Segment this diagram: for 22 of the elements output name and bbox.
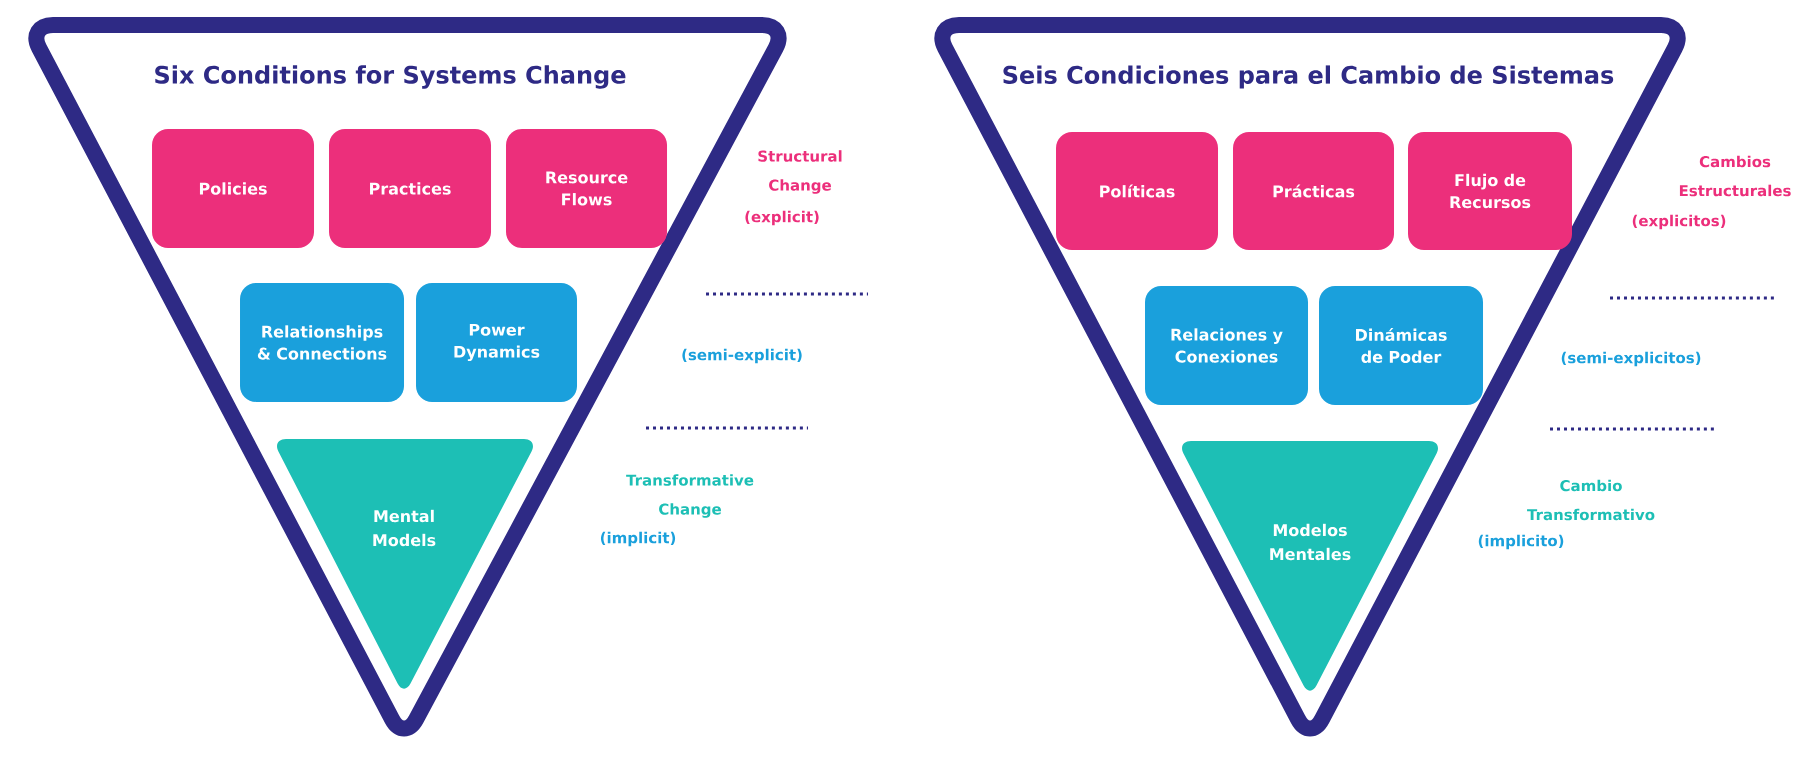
level-label: (explicit)	[745, 210, 819, 226]
level-label: (explicitos)	[1632, 214, 1726, 230]
condition-box: Practices	[329, 129, 491, 248]
level-label: Transformative Change	[626, 474, 754, 518]
triangle: Mental Models	[277, 439, 533, 689]
condition-box: Relaciones y Conexiones	[1145, 286, 1308, 405]
level-label: (implicito)	[1478, 534, 1564, 550]
condition-box: Relationships & Connections	[240, 283, 404, 402]
condition-box: Flujo de Recursos	[1408, 132, 1572, 250]
level-label: (semi-explicit)	[682, 348, 802, 364]
level-label: (implicit)	[600, 531, 676, 547]
condition-box: Policies	[152, 129, 314, 248]
triangle: Modelos Mentales	[1182, 441, 1438, 691]
level-label: Cambio Transformativo	[1527, 479, 1655, 521]
condition-box: Dinámicas de Poder	[1319, 286, 1483, 405]
condition-box: Políticas	[1056, 132, 1218, 250]
condition-box: Resource Flows	[506, 129, 667, 248]
condition-box: Power Dynamics	[416, 283, 577, 402]
level-label: Structural Change	[758, 150, 842, 194]
level-label: Cambios Estructurales	[1679, 155, 1791, 197]
level-label: (semi-explicitos)	[1561, 351, 1701, 367]
condition-box: Prácticas	[1233, 132, 1394, 250]
